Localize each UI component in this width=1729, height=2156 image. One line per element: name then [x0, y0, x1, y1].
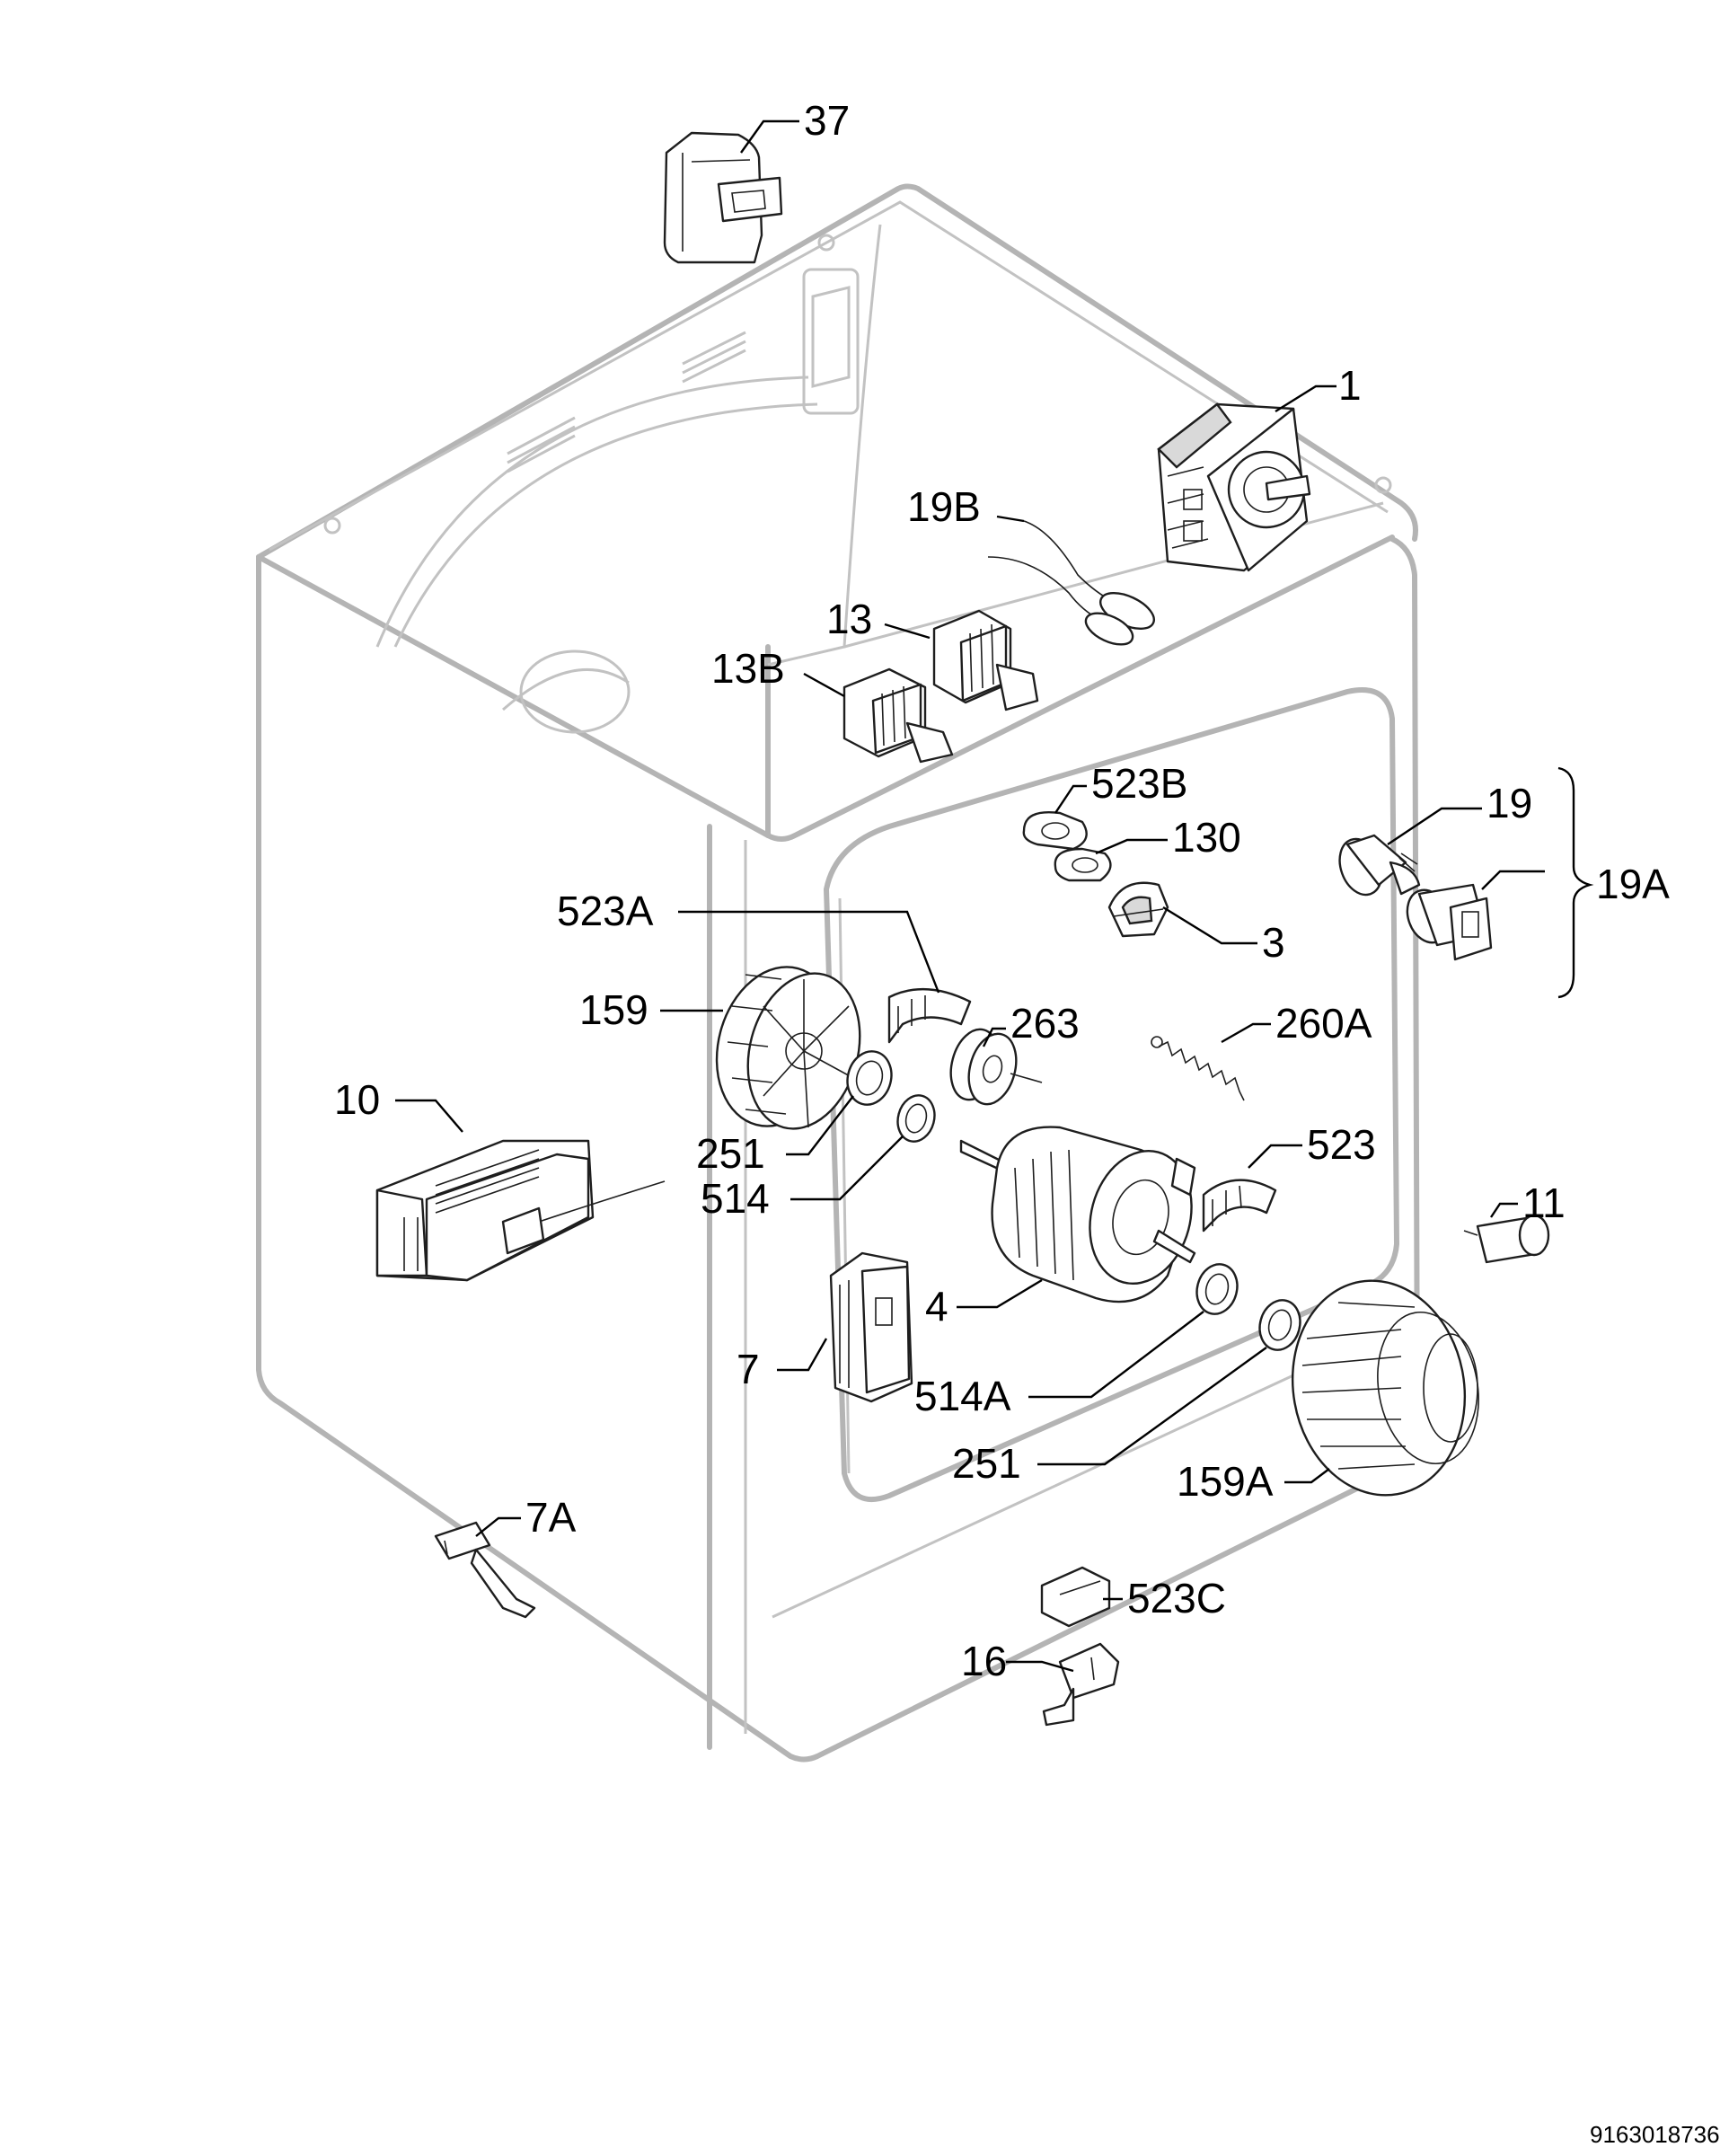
- label-7A: 7A: [525, 1494, 577, 1541]
- part-523A-cradle: [887, 988, 972, 1044]
- label-7: 7: [737, 1346, 760, 1392]
- label-514A: 514A: [914, 1373, 1011, 1419]
- label-1: 1: [1338, 362, 1362, 409]
- leader-lines: [395, 119, 1545, 1673]
- label-514: 514: [701, 1175, 770, 1222]
- label-260A: 260A: [1275, 1000, 1372, 1047]
- part-16-microswitch: [1042, 1642, 1120, 1727]
- document-number: 9163018736: [1590, 2121, 1720, 2148]
- label-523C: 523C: [1127, 1575, 1226, 1621]
- part-130-clip: [1054, 847, 1112, 882]
- part-159-impeller: [715, 966, 861, 1130]
- label-4: 4: [925, 1283, 948, 1330]
- bracket-19A: [1557, 766, 1594, 999]
- part-7-doorlock: [829, 1251, 913, 1403]
- label-13B: 13B: [711, 645, 785, 692]
- part-159A-fanwheel: [1291, 1279, 1479, 1497]
- part-523B-clip: [1022, 811, 1088, 851]
- label-10: 10: [334, 1076, 380, 1123]
- part-251-ring-lower: [1258, 1299, 1301, 1351]
- part-labels: 37 1 19B 13 13B 523B 130 19 19A 3 523A 1…: [334, 97, 1670, 1684]
- label-523A: 523A: [557, 888, 654, 934]
- label-523B: 523B: [1091, 760, 1187, 807]
- part-523C-clip: [1040, 1566, 1111, 1628]
- part-11-capacitor: [1463, 1214, 1550, 1264]
- label-263: 263: [1010, 1000, 1080, 1047]
- part-1-timer: [1157, 402, 1311, 572]
- label-37: 37: [804, 97, 850, 144]
- part-19-lamp: [1338, 834, 1421, 897]
- part-251-ring-upper: [846, 1050, 893, 1106]
- label-11: 11: [1522, 1180, 1566, 1226]
- part-19A-lampholder: [1406, 883, 1493, 961]
- part-514A-seal: [1195, 1263, 1239, 1315]
- part-37-switch: [663, 131, 783, 264]
- label-523: 523: [1307, 1121, 1376, 1168]
- label-13: 13: [826, 596, 872, 642]
- part-10-heater: [375, 1139, 666, 1282]
- part-19B-sensor: [987, 520, 1155, 646]
- part-7A-microswitch: [434, 1521, 536, 1619]
- label-19A: 19A: [1596, 861, 1670, 907]
- part-263-pulley: [949, 1028, 1043, 1106]
- label-3: 3: [1262, 919, 1285, 966]
- label-19B: 19B: [907, 483, 981, 530]
- label-251-lower: 251: [952, 1440, 1021, 1487]
- part-4-motor: [959, 1126, 1196, 1303]
- label-16: 16: [961, 1638, 1007, 1684]
- part-13B-switch: [842, 667, 954, 764]
- part-260A-spring: [1151, 1036, 1245, 1101]
- part-523-cradle: [1202, 1179, 1277, 1233]
- part-514-seal: [896, 1094, 936, 1143]
- label-130: 130: [1172, 814, 1241, 861]
- part-13-switch: [932, 609, 1039, 711]
- label-159A: 159A: [1177, 1458, 1274, 1505]
- part-3-thermostat: [1107, 881, 1169, 938]
- label-19: 19: [1486, 780, 1532, 826]
- label-251-upper: 251: [696, 1130, 765, 1177]
- label-159: 159: [579, 986, 648, 1033]
